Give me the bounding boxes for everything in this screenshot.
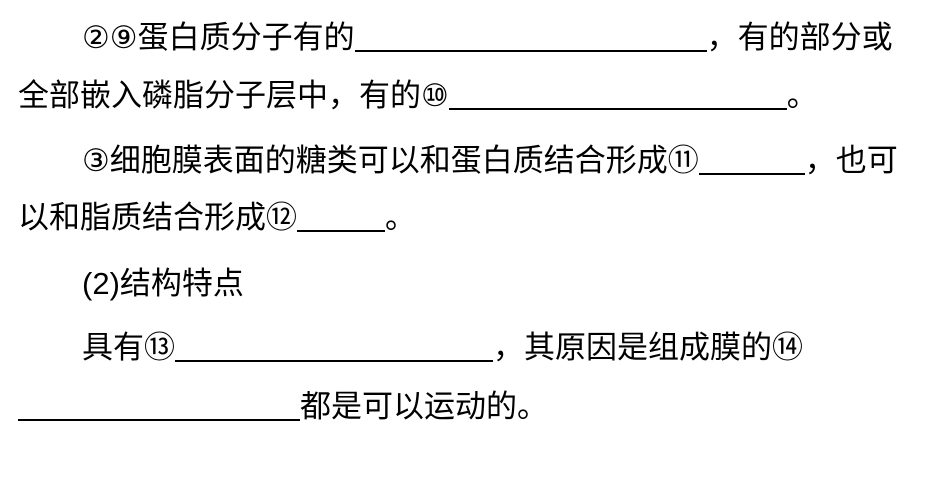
section-heading: (2)结构特点 <box>82 264 244 304</box>
text: ，有的部分或 <box>706 20 893 55</box>
text: 全部嵌入磷脂分子层中，有的⑩ <box>18 78 449 113</box>
text: 都是可以运动的。 <box>300 389 548 424</box>
fill-blank-14[interactable] <box>18 389 300 421</box>
paragraph-line-7: 都是可以运动的。 <box>18 387 548 427</box>
paragraph-line-4: 以和脂质结合形成⑫ 。 <box>18 198 416 238</box>
text: 具有⑬ <box>82 330 175 365</box>
paragraph-line-6: 具有⑬ ，其原因是组成膜的⑭ <box>82 328 803 368</box>
fill-blank-10[interactable] <box>448 78 787 110</box>
text: ，也可 <box>804 143 898 178</box>
fill-blank-9[interactable] <box>354 20 707 52</box>
text: ③细胞膜表面的糖类可以和蛋白质结合形成⑪ <box>82 143 699 178</box>
paragraph-line-1: ②⑨蛋白质分子有的 ，有的部分或 <box>82 18 893 58</box>
fill-blank-13[interactable] <box>175 330 493 362</box>
text: 以和脂质结合形成⑫ <box>18 200 297 235</box>
text: ，其原因是组成膜的⑭ <box>493 330 803 365</box>
fill-blank-11[interactable] <box>698 143 805 175</box>
heading-text: (2)结构特点 <box>82 266 244 301</box>
text: 。 <box>786 78 818 113</box>
paragraph-line-2: 全部嵌入磷脂分子层中，有的⑩ 。 <box>18 76 818 116</box>
paragraph-line-3: ③细胞膜表面的糖类可以和蛋白质结合形成⑪ ，也可 <box>82 141 898 181</box>
text: ②⑨蛋白质分子有的 <box>82 20 355 55</box>
text: 。 <box>385 200 416 235</box>
fill-blank-12[interactable] <box>297 200 385 232</box>
